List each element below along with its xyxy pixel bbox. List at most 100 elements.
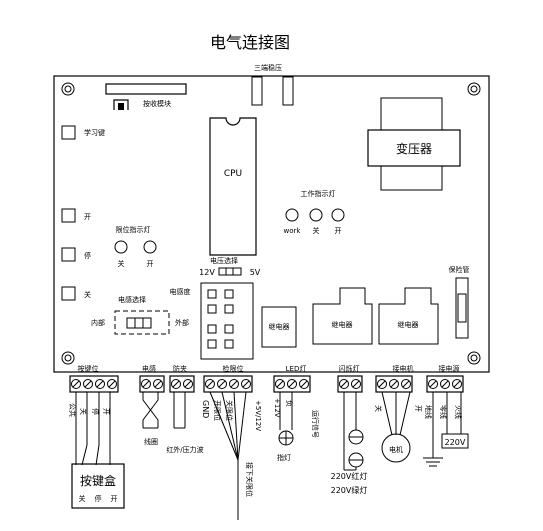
key-stop: 停 bbox=[61, 247, 91, 262]
inductance-select: 电感度 电感选择 内部 外部 bbox=[91, 287, 191, 335]
terminal-block-motor bbox=[375, 375, 413, 393]
limit-indicator-label: 限位指示灯 bbox=[116, 225, 151, 234]
terminal-screw-slot bbox=[300, 380, 308, 388]
cpu-label: CPU bbox=[224, 169, 242, 179]
terminal-screw-slot bbox=[390, 380, 398, 388]
cpu-chip: CPU bbox=[209, 117, 257, 256]
led-wiring: +12V 负 运行信号 指灯 bbox=[273, 392, 320, 462]
terminal-screw-slot bbox=[72, 380, 80, 388]
terminal-screw bbox=[389, 379, 399, 389]
fuse-label: 保险管 bbox=[449, 265, 470, 274]
terminal-screw-slot bbox=[172, 380, 180, 388]
terminal-power-label: 接电源 bbox=[439, 364, 460, 373]
terminal-screw-slot bbox=[96, 380, 104, 388]
terminal-screw bbox=[71, 379, 81, 389]
limit-contact-label: 接下关限位 bbox=[245, 462, 254, 497]
terminal-block-limit bbox=[203, 375, 253, 393]
terminal-screw-slot bbox=[154, 380, 162, 388]
terminal-screw-slot bbox=[340, 380, 348, 388]
coil-label: 线圈 bbox=[144, 437, 158, 446]
terminal-screw bbox=[153, 379, 163, 389]
transformer: 变压器 bbox=[367, 97, 461, 191]
terminal-inductor-label: 电感 bbox=[142, 364, 156, 373]
terminal-screw bbox=[107, 379, 117, 389]
green-lamp-label: 220V绿灯 bbox=[331, 485, 368, 495]
mounting-holes bbox=[61, 82, 481, 365]
terminal-screw-slot bbox=[142, 380, 150, 388]
keypad-open-label: 开 bbox=[102, 408, 110, 415]
terminal-led-label: LED灯 bbox=[286, 364, 307, 373]
terminal-screw bbox=[440, 379, 450, 389]
keypad-box-close: 关 bbox=[79, 494, 86, 503]
terminal-block-inductor bbox=[139, 375, 165, 393]
terminal-screw bbox=[377, 379, 387, 389]
terminal-screw bbox=[401, 379, 411, 389]
terminal-antipinch-label: 防夹 bbox=[173, 364, 187, 373]
relay-1-label: 继电器 bbox=[269, 322, 290, 331]
terminal-blocks bbox=[69, 375, 464, 393]
learn-key: 学习键 bbox=[61, 125, 105, 140]
work-indicator-label: 工作指示灯 bbox=[301, 189, 336, 198]
terminal-screw bbox=[83, 379, 93, 389]
inductance-outer-label: 外部 bbox=[175, 318, 189, 327]
terminal-block-flash bbox=[337, 375, 363, 393]
key-open-label: 开 bbox=[84, 213, 91, 221]
ir-pressure-label: 红外/压力波 bbox=[166, 445, 203, 454]
work-close-label: 关 bbox=[313, 226, 320, 235]
terminal-screw-slot bbox=[441, 380, 449, 388]
limit-wiring: GND 开限位 关限位 +5V/12V 接下关限位 bbox=[201, 391, 262, 520]
antipinch-wiring: 红外/压力波 bbox=[166, 392, 204, 454]
terminal-block-antipinch bbox=[169, 375, 195, 393]
limit-open-label: 开 bbox=[147, 260, 154, 268]
motor-label: 电机 bbox=[389, 445, 403, 454]
keypad-box-stop: 停 bbox=[95, 494, 102, 503]
terminal-screw-slot bbox=[84, 380, 92, 388]
voltage-select: 电压选择 12V 5V bbox=[199, 256, 261, 277]
terminal-limit-label: 检限位 bbox=[223, 364, 244, 373]
red-lamp-label: 220V红灯 bbox=[331, 471, 368, 481]
terminal-screw bbox=[339, 379, 349, 389]
terminal-screw bbox=[351, 379, 361, 389]
circuit-board bbox=[53, 75, 490, 373]
terminal-screw bbox=[171, 379, 181, 389]
fuse: 保险管 bbox=[449, 265, 470, 339]
triac-regulator: 三端稳压 bbox=[251, 63, 294, 106]
terminal-screw-slot bbox=[206, 380, 214, 388]
lamp-label: 指灯 bbox=[277, 453, 291, 462]
keypad-box: 按键盒 关 停 开 bbox=[71, 463, 125, 509]
terminal-screw bbox=[183, 379, 193, 389]
motor-wiring: 关 开 电机 bbox=[374, 391, 422, 463]
keypad-box-title: 按键盒 bbox=[80, 473, 116, 488]
work-open-label: 开 bbox=[335, 227, 342, 235]
terminal-screw bbox=[452, 379, 462, 389]
terminal-screw-slot bbox=[184, 380, 192, 388]
terminal-screw bbox=[205, 379, 215, 389]
terminal-screw-slot bbox=[429, 380, 437, 388]
key-close: 关 bbox=[61, 286, 91, 301]
terminal-screw-slot bbox=[378, 380, 386, 388]
keypad-box-open: 开 bbox=[111, 495, 118, 503]
neutral-label: 零线 bbox=[439, 405, 448, 419]
voltage-5v: 5V bbox=[250, 268, 261, 277]
terminal-screw-slot bbox=[276, 380, 284, 388]
voltage-12v: 12V bbox=[199, 268, 215, 277]
terminal-flash-label: 闪烁灯 bbox=[339, 364, 360, 373]
key-learning-module: 按收模块 bbox=[113, 99, 171, 110]
flash-wiring: 220V红灯 220V绿灯 bbox=[331, 392, 368, 495]
terminal-screw bbox=[217, 379, 227, 389]
relay-1: 继电器 bbox=[261, 306, 297, 348]
relay-2-label: 继电器 bbox=[332, 320, 353, 329]
terminal-screw-slot bbox=[230, 380, 238, 388]
ground-label: 地线 bbox=[424, 405, 433, 419]
keypad-common-label: 公共 bbox=[68, 403, 77, 417]
triac-label: 三端稳压 bbox=[254, 63, 282, 72]
terminal-screw-slot bbox=[453, 380, 461, 388]
terminal-screw-slot bbox=[352, 380, 360, 388]
terminal-motor-label: 接电机 bbox=[393, 364, 414, 373]
key-close-label: 关 bbox=[84, 290, 91, 299]
inductance-inner-label: 内部 bbox=[91, 318, 105, 327]
terminal-screw bbox=[229, 379, 239, 389]
work-indicator: 工作指示灯 work 关 开 bbox=[284, 189, 345, 235]
terminal-screw bbox=[141, 379, 151, 389]
